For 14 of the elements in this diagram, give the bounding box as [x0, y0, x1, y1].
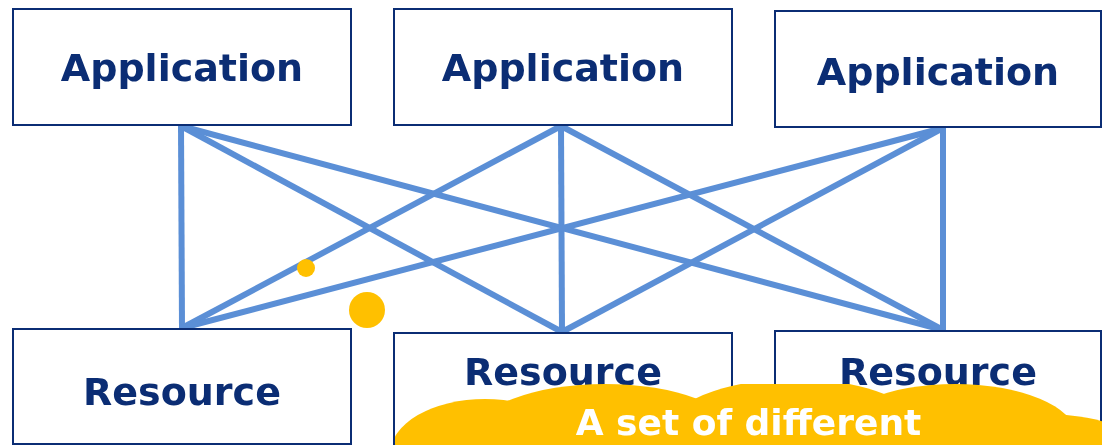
application-box: [12, 8, 352, 126]
box-label: Resource: [464, 350, 662, 394]
callout-text: A set of different: [575, 402, 922, 443]
box-label: Resource: [83, 370, 281, 414]
resource-box: [12, 328, 352, 445]
application-box: [393, 8, 733, 126]
box-label: Resource: [839, 350, 1037, 394]
box-label: Application: [441, 46, 685, 90]
connector-line: [178, 126, 185, 328]
application-box: [774, 10, 1102, 128]
box-label: Application: [60, 46, 304, 90]
box-label: Application: [816, 50, 1060, 94]
connector-line: [940, 128, 946, 330]
connector-line: [558, 126, 565, 332]
